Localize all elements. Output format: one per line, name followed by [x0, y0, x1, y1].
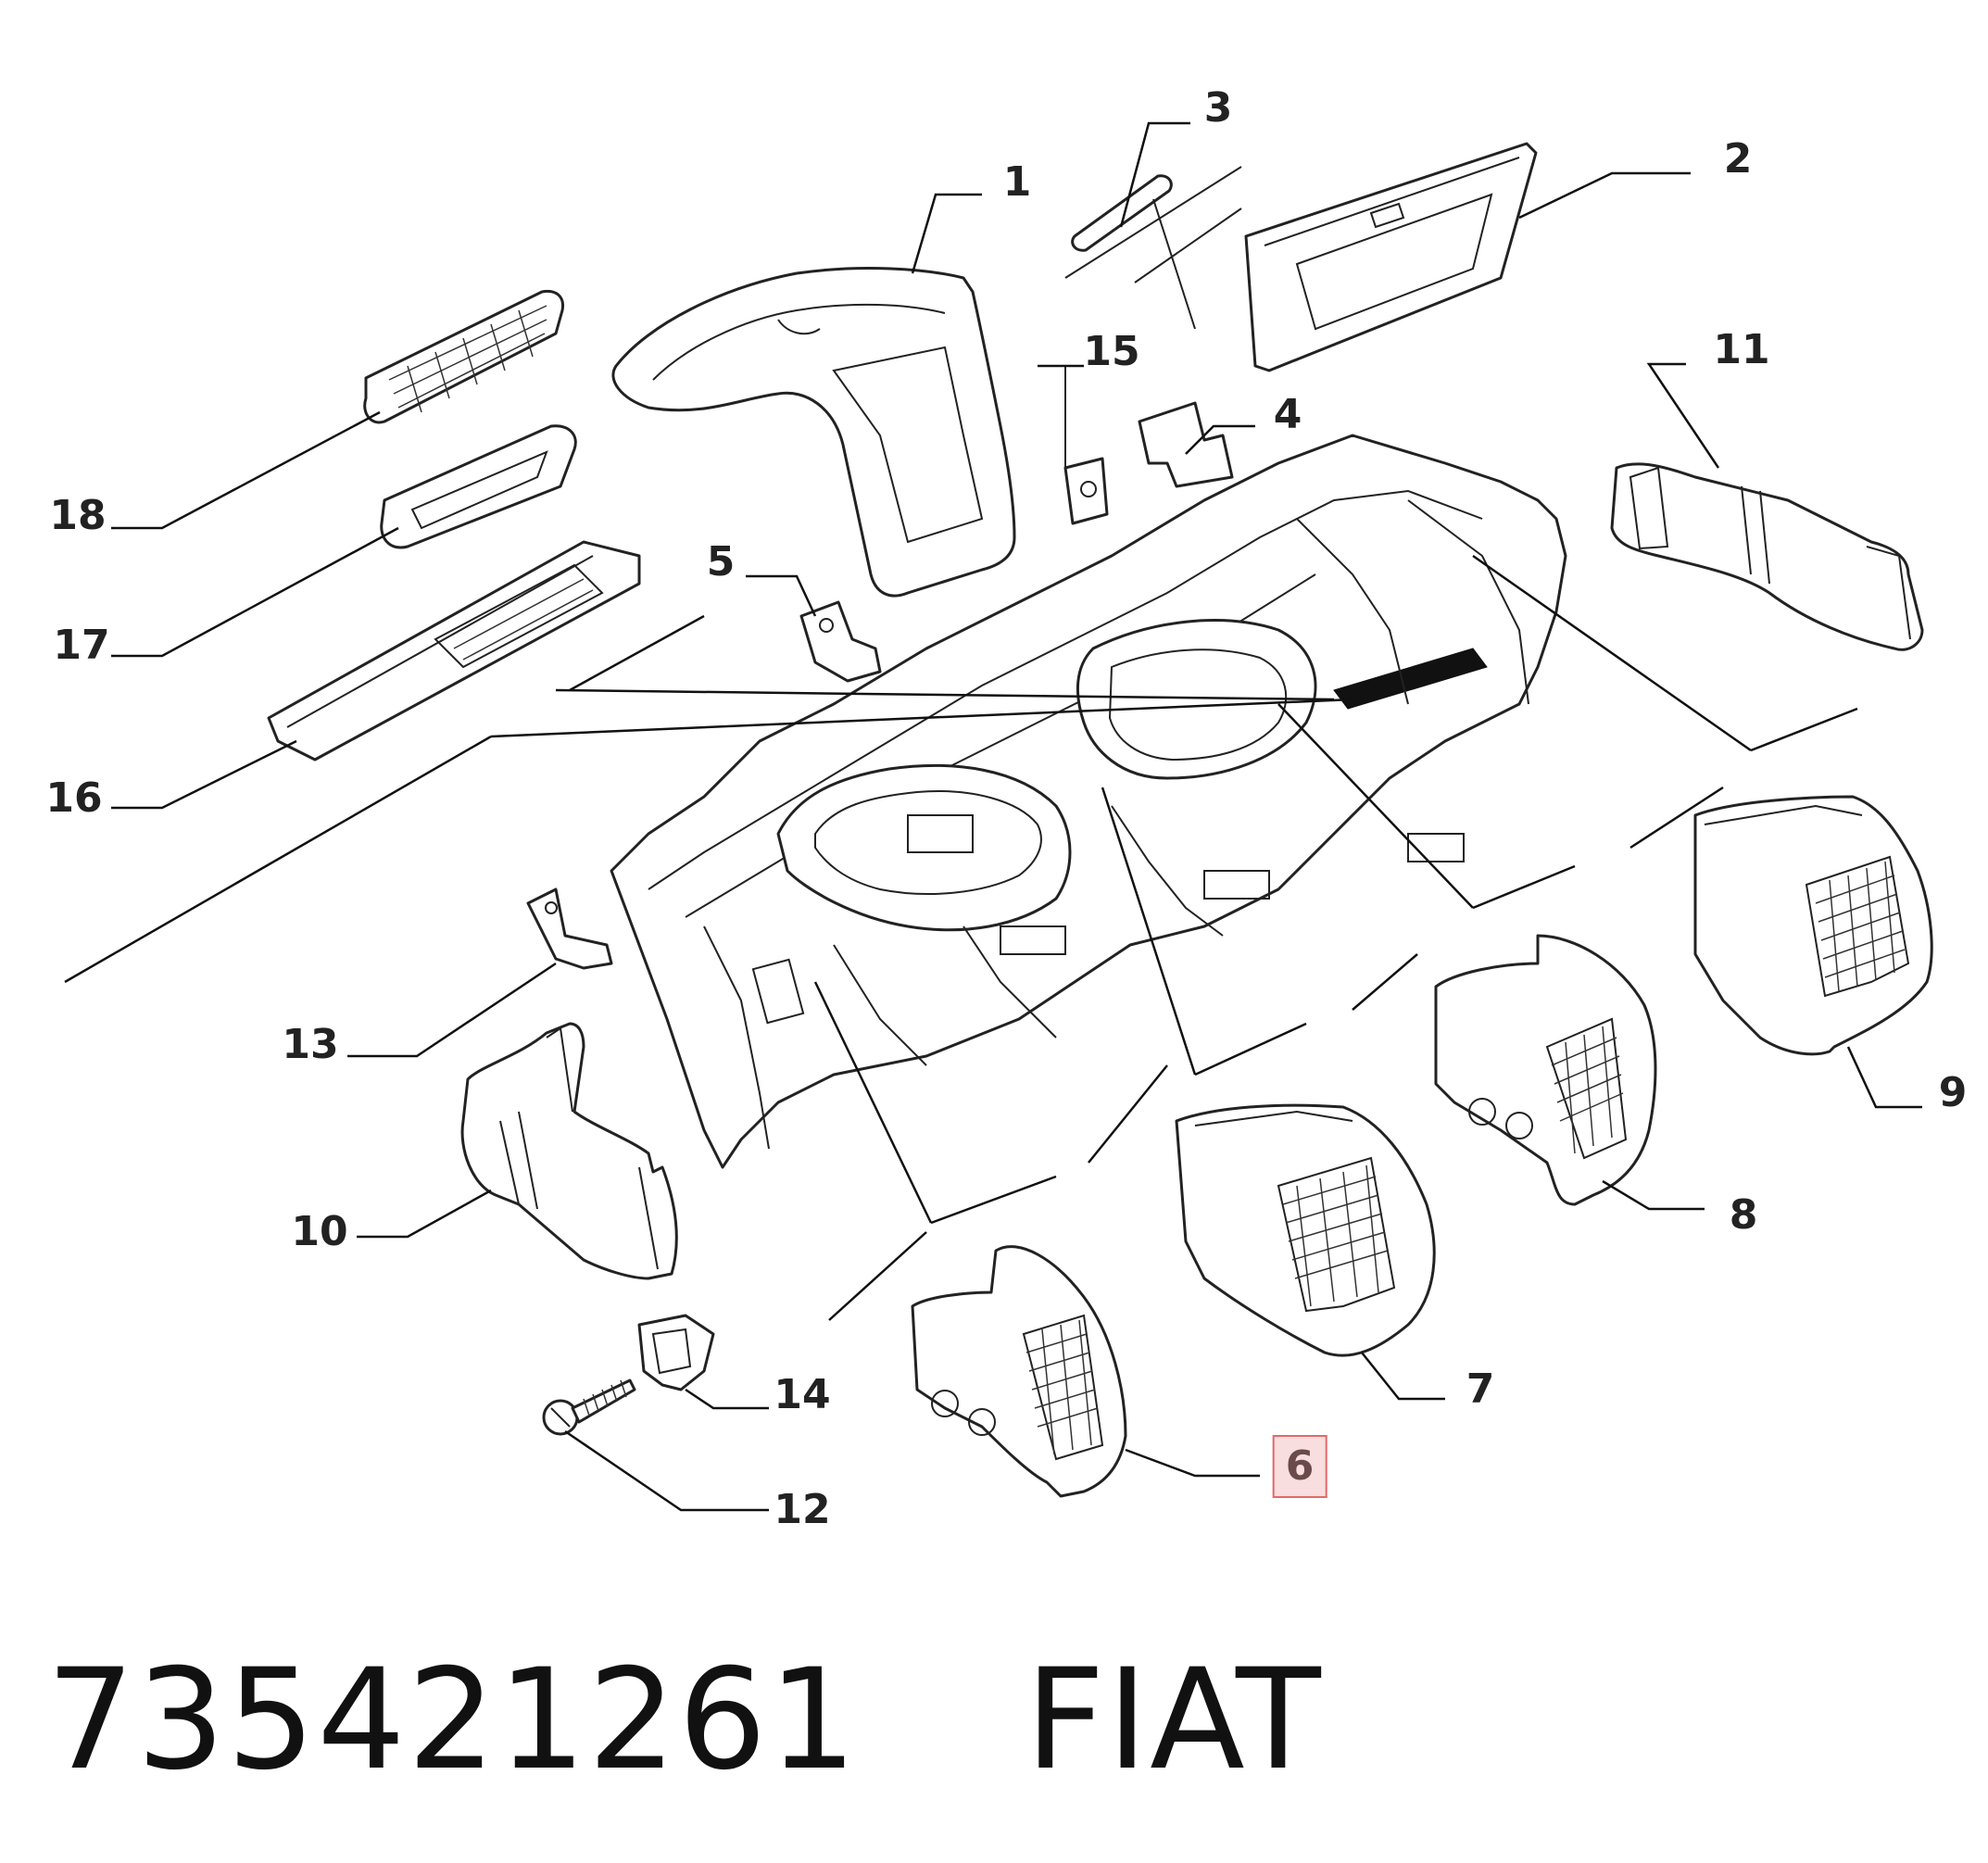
leader-3 — [1119, 121, 1190, 228]
leader-13 — [347, 962, 557, 1058]
callout-17: 17 — [53, 622, 110, 669]
part-3-pin — [1064, 166, 1242, 330]
leader-10 — [357, 1189, 492, 1239]
footer-caption: 735421261 FIAT — [46, 1640, 1323, 1801]
part-11-duct — [1610, 462, 1924, 651]
brand-name: FIAT — [1025, 1640, 1323, 1801]
part-2-panel — [1244, 142, 1538, 372]
part-6-vent — [911, 1245, 1127, 1498]
callout-10: 10 — [291, 1208, 348, 1255]
part-10-duct — [460, 1022, 678, 1280]
leader-5 — [746, 574, 817, 617]
callout-6: 6 — [1272, 1435, 1327, 1498]
part-16-tray — [267, 540, 641, 762]
leader-17 — [111, 526, 399, 658]
leader-9 — [1846, 1046, 1922, 1109]
part-7-vent — [1175, 1103, 1436, 1357]
leader-6 — [1125, 1448, 1260, 1478]
callout-2: 2 — [1723, 135, 1753, 183]
leader-8 — [1602, 1179, 1705, 1211]
leader-2 — [1518, 171, 1691, 220]
leader-lines — [64, 121, 1922, 1512]
callout-1: 1 — [1002, 158, 1032, 206]
callout-11: 11 — [1713, 326, 1770, 373]
part-4-bracket — [1138, 401, 1234, 488]
callout-15: 15 — [1083, 328, 1140, 375]
leader-12 — [564, 1429, 769, 1512]
leader-4 — [1185, 424, 1255, 455]
callout-16: 16 — [45, 774, 103, 822]
part-9-vent — [1693, 795, 1933, 1056]
part-12-screw — [542, 1378, 636, 1436]
callout-3: 3 — [1203, 84, 1233, 132]
dashboard-assembly — [610, 434, 1567, 1169]
leader-18 — [111, 410, 381, 530]
part-1-instrument-cover — [611, 267, 1016, 598]
callout-13: 13 — [282, 1021, 339, 1068]
callout-18: 18 — [49, 492, 107, 539]
callout-7: 7 — [1466, 1366, 1495, 1413]
part-8-vent — [1434, 934, 1657, 1206]
part-14-clip — [637, 1314, 715, 1391]
callout-12: 12 — [774, 1486, 831, 1533]
callout-9: 9 — [1938, 1069, 1968, 1116]
leader-7 — [1361, 1352, 1445, 1401]
part-17-frame — [380, 424, 577, 549]
leader-14 — [685, 1388, 769, 1410]
part-number: 735421261 — [46, 1640, 859, 1801]
part-15-clip — [1038, 365, 1109, 525]
leader-1 — [911, 193, 982, 274]
part-13-bracket — [526, 887, 613, 970]
callout-5: 5 — [706, 538, 736, 585]
callout-8: 8 — [1729, 1191, 1758, 1239]
callout-14: 14 — [774, 1371, 831, 1418]
leader-11 — [1646, 362, 1720, 469]
callout-4: 4 — [1273, 391, 1302, 438]
part-18-grille — [363, 289, 565, 424]
leader-16 — [111, 739, 297, 810]
part-5-bracket — [799, 600, 882, 683]
